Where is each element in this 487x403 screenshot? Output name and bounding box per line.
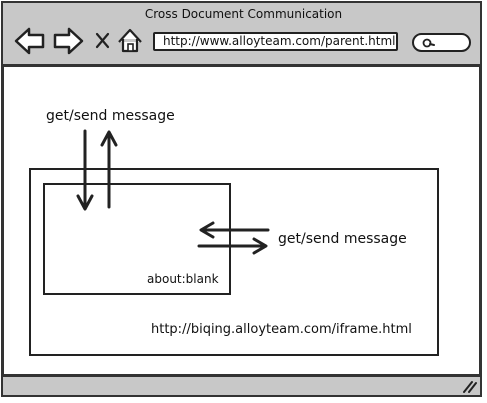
right-arrow: [197, 237, 268, 255]
iframe-frame: [29, 168, 439, 356]
status-bar: [3, 374, 480, 395]
search-field[interactable]: [412, 33, 471, 52]
left-arrow: [199, 221, 270, 239]
address-bar[interactable]: http://www.alloyteam.com/parent.html: [153, 32, 398, 51]
home-icon[interactable]: [118, 28, 142, 53]
about-blank-frame: [43, 183, 231, 295]
window-title: Cross Document Communication: [144, 7, 343, 21]
down-arrow: [76, 129, 94, 211]
resize-grip-icon[interactable]: [460, 379, 480, 395]
iframe-url-label: http://biqing.alloyteam.com/iframe.html: [151, 322, 412, 337]
back-arrow-icon[interactable]: [14, 27, 45, 55]
top-message-label: get/send message: [46, 108, 175, 124]
up-arrow: [100, 130, 118, 209]
about-blank-label: about:blank: [147, 272, 219, 286]
forward-arrow-icon[interactable]: [53, 27, 84, 55]
close-x-icon[interactable]: [95, 32, 110, 49]
search-icon: [422, 38, 435, 48]
right-message-label: get/send message: [278, 231, 407, 247]
